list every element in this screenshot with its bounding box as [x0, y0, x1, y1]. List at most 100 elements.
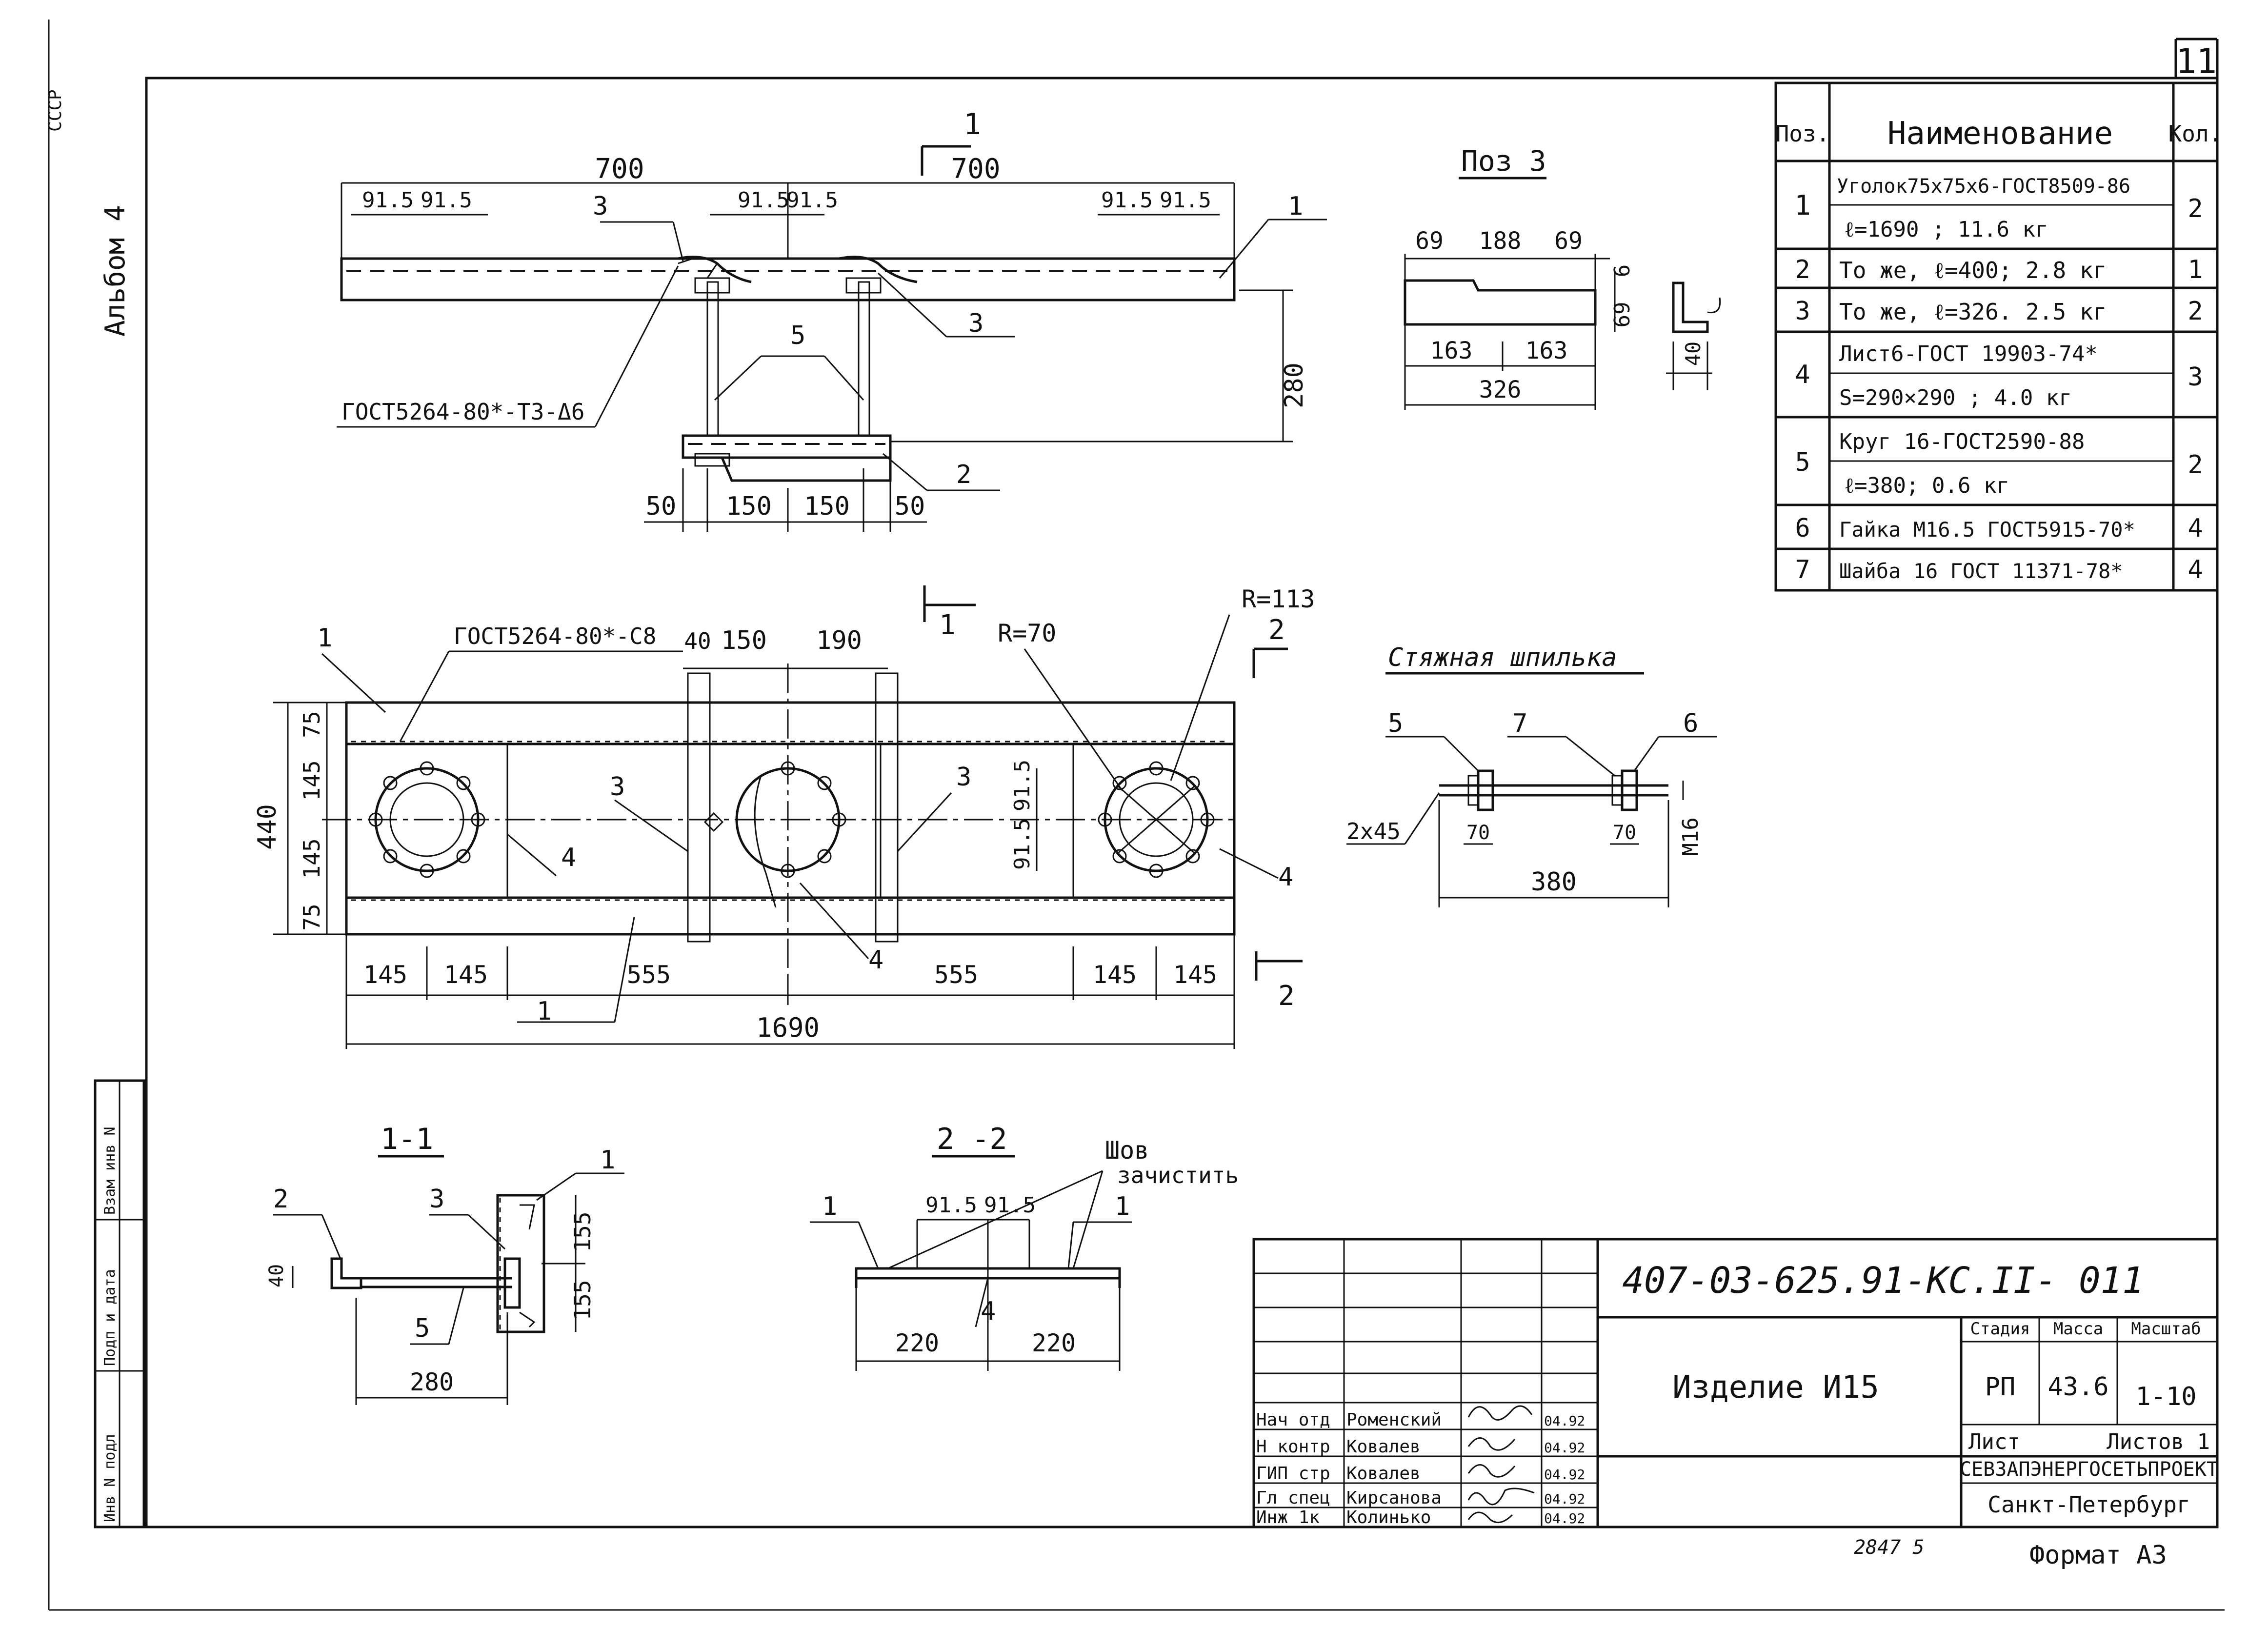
sheet-frame: 11	[48, 20, 2225, 1611]
spec-header-qty: Кол.	[2168, 121, 2223, 147]
sheet-label: Лист	[1968, 1429, 2020, 1454]
s22-note-clean: зачистить	[1117, 1162, 1239, 1188]
stage-value: РП	[1985, 1372, 2016, 1402]
staff-3-role: ГИП стр	[1256, 1464, 1330, 1484]
pos3-dim-163-b: 163	[1525, 337, 1568, 364]
spec-row1-name2: ℓ=1690 ; 11.6 кг	[1844, 217, 2048, 242]
stud-dim-70-right: 70	[1613, 822, 1636, 844]
callout-1-main: 1	[1288, 192, 1303, 221]
spec-row1-qty: 2	[2188, 194, 2203, 223]
dim-915-c: 91.5	[738, 188, 789, 213]
staff-3-name: Ковалев	[1346, 1464, 1421, 1484]
replace-inv-label: Взам инв N	[101, 1126, 119, 1215]
dim-75-top: 75	[299, 711, 325, 738]
item-name: Изделие И15	[1672, 1369, 1879, 1406]
dim-145-a: 145	[299, 760, 325, 801]
s22-callout-1-right: 1	[1115, 1192, 1130, 1221]
weld-note-c8: ГОСТ5264-80*-С8	[454, 623, 656, 649]
plan-callout-3-left: 3	[610, 772, 625, 802]
dim-700-right: 700	[951, 153, 1000, 185]
staff-1-date: 04.92	[1544, 1413, 1585, 1429]
format-label: Формат А3	[2029, 1541, 2167, 1570]
pos3-dim-69-b: 69	[1554, 227, 1583, 255]
dim-150-right: 150	[804, 492, 850, 521]
mass-value: 43.6	[2047, 1372, 2108, 1402]
doc-code: 407-03-625.91-КС.II- 011	[1622, 1260, 2144, 1302]
s22-dim-220-right: 220	[1032, 1329, 1076, 1357]
pos3-dim-40: 40	[1681, 342, 1705, 366]
dim-145-p4: 145	[1173, 961, 1217, 989]
dim-915-d: 91.5	[786, 188, 838, 213]
signature-4	[1467, 1487, 1535, 1506]
dim-280: 280	[1280, 362, 1309, 408]
s22-note-seam: Шов	[1105, 1136, 1149, 1165]
pos3-dim-69-v: 69	[1610, 302, 1635, 328]
callout-3-right: 3	[968, 309, 983, 338]
staff-5-role: Инж 1к	[1256, 1507, 1320, 1528]
dim-440: 440	[253, 804, 282, 850]
spec-row6-qty: 4	[2188, 514, 2203, 543]
stud-detail: Стяжная шпилька 5 7 6 2х45 70 70 380 М16	[1346, 643, 1717, 907]
bolt-circle-middle	[735, 761, 846, 908]
city: Санкт-Петербург	[1987, 1491, 2190, 1518]
plan-callout-4-mid: 4	[868, 945, 883, 975]
organization: СЕВЗАПЭНЕРГОСЕТЬПРОЕКТ	[1960, 1458, 2218, 1481]
inv-label: Инв N подл	[101, 1434, 119, 1522]
spec-row5-name2: ℓ=380; 0.6 кг	[1844, 473, 2009, 498]
dim-700-left: 700	[595, 153, 644, 185]
plan-callout-1-bottom: 1	[537, 997, 552, 1026]
staff-2-date: 04.92	[1544, 1440, 1585, 1456]
spec-table: Поз. Наименование Кол. 1 Уголок75х75х6-Г…	[1774, 81, 2223, 592]
signature-1	[1467, 1405, 1533, 1421]
radius-r70: R=70	[998, 619, 1056, 647]
stud-dim-70-left: 70	[1466, 822, 1490, 844]
s22-dim-220-left: 220	[895, 1329, 939, 1357]
main-view: 1 700 700 91.5 91.5 91.5 91.5 91.5 91	[337, 107, 1327, 532]
stud-dim-380: 380	[1531, 867, 1577, 897]
plan-view: 1 2 2	[253, 585, 1315, 1049]
section-1-1: 1-1 155 155 40 280 2 3 1 5	[265, 1122, 624, 1405]
plan-mark-2-top: 2	[1268, 614, 1285, 646]
pos3-dim-6: 6	[1610, 264, 1635, 278]
spec-row4-name2: S=290×290 ; 4.0 кг	[1839, 385, 2072, 410]
plan-mark-2-bottom: 2	[1278, 980, 1295, 1012]
s22-callout-1-left: 1	[822, 1192, 837, 1221]
dim-1690: 1690	[756, 1012, 820, 1043]
spec-row7-qty: 4	[2188, 555, 2203, 584]
plan-mark-1: 1	[939, 609, 956, 641]
stud-callout-7: 7	[1512, 709, 1527, 738]
mass-label: Масса	[2053, 1319, 2103, 1339]
section-2-2: 2 -2 Шов зачистить 220 220 91.5 91.5 1 1…	[810, 1122, 1239, 1371]
spec-row2-name1: То же, ℓ=400; 2.8 кг	[1839, 257, 2107, 283]
s11-dim-155-top: 155	[569, 1211, 596, 1252]
section-2-2-title: 2 -2	[937, 1122, 1007, 1156]
stud-callout-5: 5	[1388, 709, 1403, 738]
stage-label: Стадия	[1970, 1319, 2030, 1339]
dim-150-left: 150	[726, 492, 772, 521]
dim-50-right: 50	[895, 492, 925, 521]
staff-5-name: Колинько	[1346, 1507, 1431, 1528]
spec-header-pos: Поз.	[1776, 121, 1830, 147]
radius-r113: R=113	[1242, 585, 1315, 613]
s11-callout-2: 2	[273, 1185, 288, 1214]
spec-row4-pos: 4	[1795, 360, 1810, 389]
sign-date-label: Подп и дата	[101, 1269, 119, 1366]
s22-dim-915-a: 91.5	[925, 1193, 977, 1218]
dim-915-a: 91.5	[362, 188, 414, 213]
dim-555-right: 555	[934, 961, 978, 989]
dim-145-p1: 145	[363, 961, 407, 989]
handwritten-number: 2847 5	[1854, 1536, 1925, 1559]
callout-3-left: 3	[593, 192, 608, 221]
signature-2	[1467, 1437, 1516, 1451]
dim-75-bottom: 75	[299, 904, 325, 930]
dim-915-e: 91.5	[1101, 188, 1153, 213]
s11-dim-280: 280	[410, 1368, 454, 1396]
spec-row7-pos: 7	[1795, 555, 1810, 584]
spec-row4-name1: Лист6-ГОСТ 19903-74*	[1839, 342, 2098, 366]
callout-5: 5	[790, 321, 805, 350]
left-margin: СССР Альбом 4 Инв N подл Подп и дата Вза…	[45, 89, 145, 1528]
spec-row2-pos: 2	[1795, 255, 1810, 284]
sheet-number: 11	[2176, 41, 2217, 81]
stud-title: Стяжная шпилька	[1388, 643, 1617, 672]
plan-callout-1-top: 1	[317, 623, 332, 653]
